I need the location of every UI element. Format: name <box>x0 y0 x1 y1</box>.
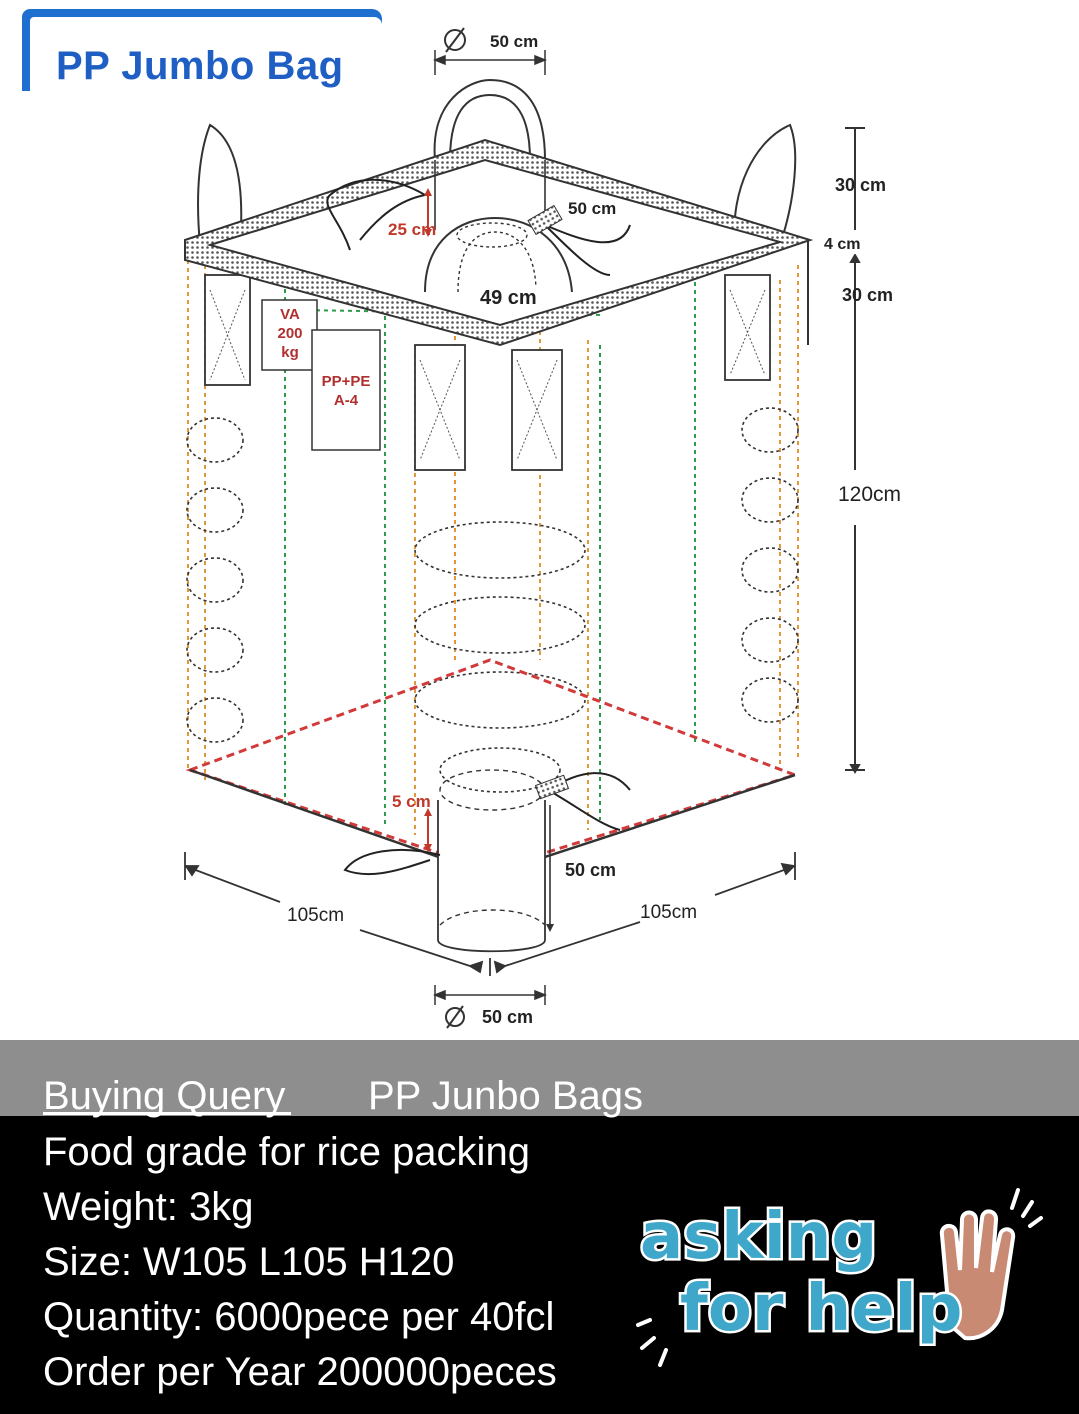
label-weight-line-2: 200 <box>277 325 303 342</box>
query-header-left: Buying Query <box>43 1074 286 1118</box>
label-material-line-1: PP+PE <box>321 373 371 390</box>
top-skirt-label: 49 cm <box>478 287 539 310</box>
bottom-spout-height-label: 5 cm <box>392 792 431 811</box>
query-line-4: Quantity: 6000pece per 40fcl <box>43 1295 555 1339</box>
query-header-right: PP Junbo Bags <box>368 1074 644 1118</box>
query-line-3: Size: W105 L105 H120 <box>43 1240 455 1284</box>
query-line-1: Food grade for rice packing <box>43 1130 530 1174</box>
query-line-2: Weight: 3kg <box>43 1185 254 1229</box>
bag-drawing <box>184 27 865 1029</box>
top-spout-diameter-label: 50 cm <box>488 32 541 52</box>
loop-height-1-label: 30 cm <box>835 175 887 195</box>
title-tab <box>22 9 382 91</box>
asking-for-help-sticker: asking for help <box>620 1180 1060 1380</box>
top-spout-height-label: 25 cm <box>388 220 437 239</box>
sticker-line-1: asking <box>640 1200 877 1274</box>
width-left-label: 105cm <box>285 905 347 927</box>
bottom-spout-length-label: 50 cm <box>565 860 617 880</box>
sticker-line-2: for help <box>680 1272 962 1346</box>
label-material-line-2: A-4 <box>333 392 359 409</box>
query-header-underline <box>43 1112 291 1115</box>
label-weight-line-1: VA <box>280 306 300 323</box>
hand-raise-icon: asking for help <box>636 1188 1043 1367</box>
query-header-band <box>0 1040 1079 1116</box>
loop-band-label: 4 cm <box>822 236 863 254</box>
height-label: 120cm <box>836 483 904 507</box>
loop-height-2-label: 30 cm <box>842 285 894 305</box>
query-body <box>0 1116 1079 1414</box>
label-weight: VA 200 kg <box>265 305 315 362</box>
jumbo-bag-diagram: PP Jumbo Bag 50 cm 25 cm 50 cm 49 cm 30 … <box>22 9 904 1029</box>
label-material: PP+PE A-4 <box>314 372 378 410</box>
width-right-label: 105cm <box>640 902 698 923</box>
page-title: PP Jumbo Bag <box>56 44 344 88</box>
bottom-spout-diameter-label: 50 cm <box>480 1007 536 1028</box>
label-weight-line-3: kg <box>281 344 299 361</box>
query-line-5: Order per Year 200000peces <box>43 1350 557 1394</box>
top-tie-label: 50 cm <box>568 199 617 218</box>
